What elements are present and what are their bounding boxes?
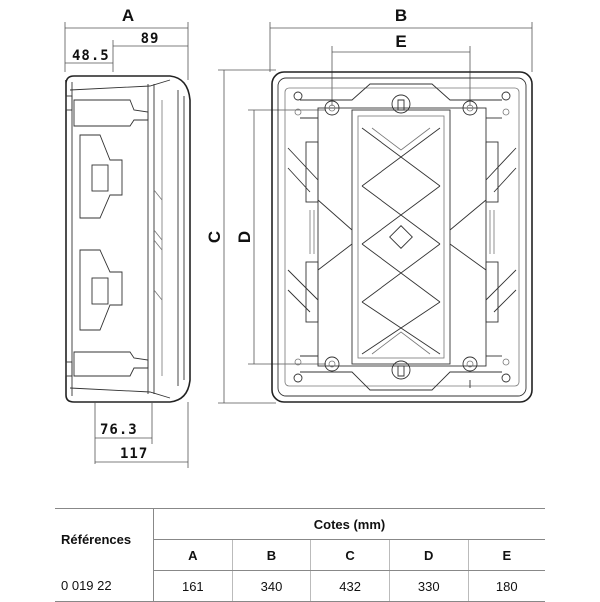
references-header: Références <box>55 508 154 571</box>
value-cell-b: 340 <box>232 570 312 602</box>
side-view: A 89 48.5 <box>64 6 191 468</box>
value-cell-c: 432 <box>310 570 390 602</box>
cotes-header: Cotes (mm) <box>153 508 545 540</box>
dim-label-48-5: 48.5 <box>72 48 110 64</box>
technical-drawing: A 89 48.5 <box>64 6 533 468</box>
value-cell-a: 161 <box>153 570 233 602</box>
front-view: B E C D <box>205 6 533 404</box>
dimension-table: Références Cotes (mm) A B C D E 0 019 22… <box>55 508 545 602</box>
dim-label-b: B <box>395 6 407 25</box>
column-header-b: B <box>232 539 312 571</box>
column-header-a: A <box>153 539 233 571</box>
dim-label-117: 117 <box>120 446 148 462</box>
dim-label-a: A <box>122 6 134 25</box>
value-cell-d: 330 <box>389 570 469 602</box>
dim-label-89: 89 <box>141 31 160 47</box>
column-header-row: A B C D E <box>55 539 545 571</box>
column-header-c: C <box>310 539 390 571</box>
column-header-d: D <box>389 539 469 571</box>
dim-label-e: E <box>395 32 406 51</box>
reference-cell: 0 019 22 <box>55 570 154 602</box>
table-header-row: Références Cotes (mm) <box>55 508 545 571</box>
column-header-e: E <box>468 539 545 571</box>
dim-label-c: C <box>205 231 224 243</box>
table-row: 0 019 22 161 340 432 330 180 <box>55 570 545 602</box>
value-cell-e: 180 <box>468 570 545 602</box>
dim-label-76-3: 76.3 <box>100 422 138 438</box>
dim-label-d: D <box>235 231 254 243</box>
